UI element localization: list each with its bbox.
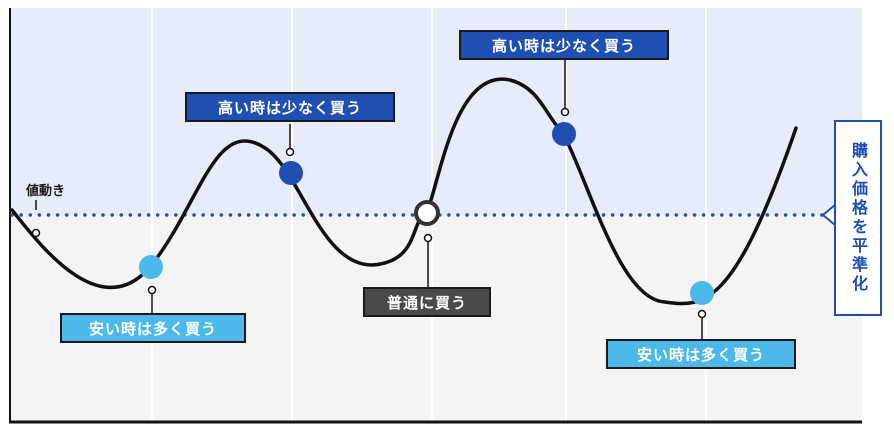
leader-lines: [31, 60, 707, 339]
average-price-label: 購入価格を平準化: [849, 142, 868, 294]
low-point-1: [139, 255, 163, 279]
high-point-2: [552, 122, 576, 146]
normal-point: [414, 200, 440, 226]
low-buy-more-label-1: 安い時は多く買う: [60, 313, 246, 343]
price-movement-label: 値動き: [26, 184, 66, 199]
side-box-pointer: [821, 204, 836, 226]
low-buy-more-label-2: 安い時は多く買う: [606, 339, 796, 369]
high-point-1: [279, 161, 303, 185]
high-buy-less-label-1: 高い時は少なく買う: [185, 92, 395, 122]
low-point-2: [690, 281, 714, 305]
normal-buy-label: 普通に買う: [363, 287, 491, 317]
high-buy-less-label-2: 高い時は少なく買う: [459, 30, 669, 60]
average-price-box: 購入価格を平準化: [834, 120, 882, 316]
